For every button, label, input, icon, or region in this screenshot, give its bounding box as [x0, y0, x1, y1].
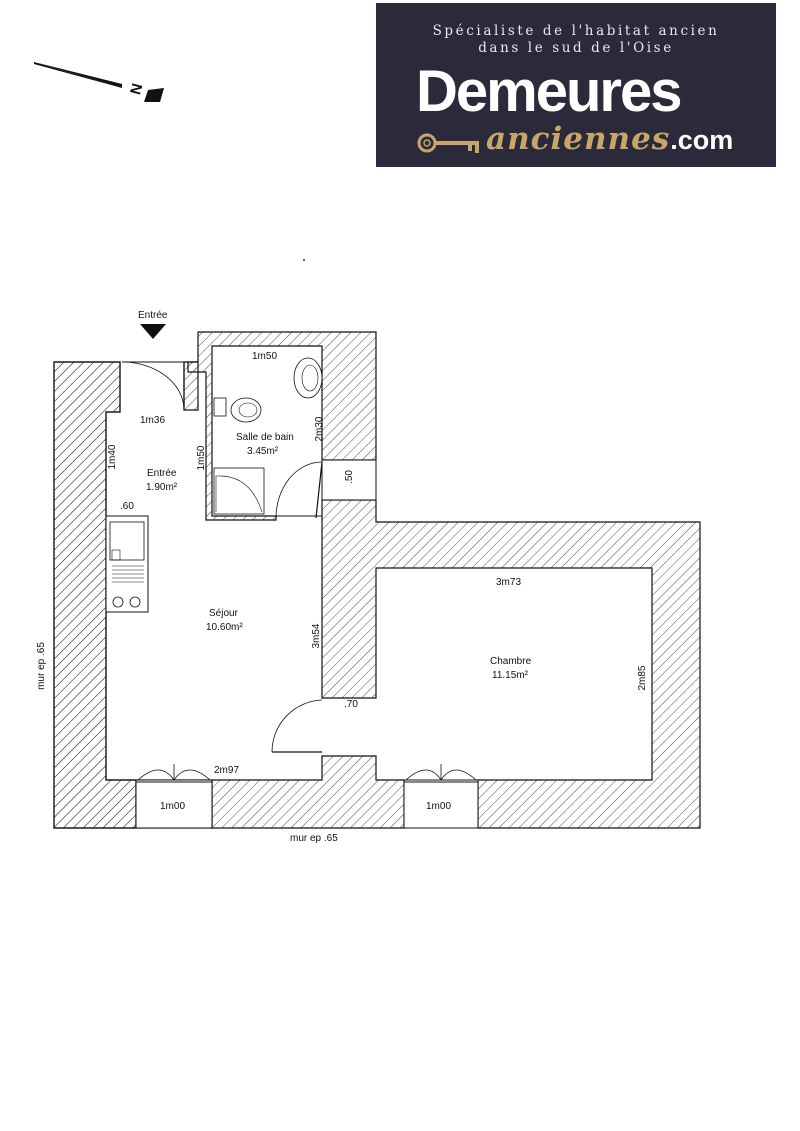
- entrance-stub-wall: [183, 361, 199, 411]
- kitchen-unit: [105, 515, 149, 613]
- dim-window-right: 1m00: [426, 801, 452, 812]
- room-area-sejour: 10.60m²: [206, 622, 243, 633]
- entrance-door[interactable]: [121, 361, 185, 411]
- scan-dot: [303, 259, 305, 261]
- dim-entree-depth: 1m40: [107, 444, 118, 470]
- sink-icon: [293, 357, 323, 399]
- window-right[interactable]: [403, 764, 479, 829]
- dim-bath-door: .50: [344, 470, 355, 484]
- logo-banner: Spécialiste de l'habitat ancien dans le …: [376, 3, 776, 167]
- dim-chambre-depth: 2m85: [637, 665, 648, 691]
- room-area-chambre: 11.15m²: [492, 670, 528, 681]
- shower-icon: [213, 467, 265, 515]
- bottom-wall-label: mur ep .65: [290, 833, 338, 844]
- banner-tagline-line2: dans le sud de l'Oise: [478, 40, 674, 56]
- dim-window-left: 1m00: [160, 801, 186, 812]
- key-icon: [417, 133, 479, 153]
- dim-chambre-width: 3m73: [496, 577, 522, 588]
- toilet-icon: [213, 397, 262, 423]
- room-area-salle-de-bain: 3.45m²: [247, 446, 279, 457]
- left-wall-label: mur ep .65: [36, 642, 47, 690]
- cooktop-burner-icon: [129, 596, 141, 608]
- brand-subtitle: anciennes.com: [486, 121, 733, 157]
- brand-domain: .com: [670, 125, 734, 155]
- bathroom-door[interactable]: [275, 461, 323, 519]
- dim-bath-height: 2m30: [314, 416, 325, 442]
- bath-door-jamb: [321, 459, 377, 501]
- room-area-entree: 1.90m²: [146, 482, 178, 493]
- bedroom-door[interactable]: [271, 699, 323, 753]
- brand-name: Demeures: [416, 59, 682, 124]
- entrance-label: Entrée: [138, 310, 168, 321]
- entrance-arrow-icon: [140, 324, 166, 339]
- brand-subtitle-text: anciennes: [486, 121, 671, 157]
- dim-entree-width: 1m36: [140, 415, 166, 426]
- dim-bath-width: 1m50: [252, 351, 278, 362]
- left-wall: [53, 361, 137, 829]
- cooktop-burner-icon: [112, 596, 124, 608]
- bathroom-outline: [211, 345, 323, 517]
- north-arrow-icon: N: [34, 62, 164, 102]
- room-name-sejour: Séjour: [209, 608, 238, 619]
- north-label: N: [127, 82, 146, 97]
- bottom-wall-middle: [211, 755, 405, 829]
- room-name-entree: Entrée: [147, 468, 177, 479]
- window-left[interactable]: [135, 764, 213, 829]
- dim-kitchen: .60: [120, 501, 134, 512]
- dim-sejour-depth: 3m54: [311, 623, 322, 649]
- room-name-chambre: Chambre: [490, 656, 532, 667]
- dim-chambre-door: .70: [344, 699, 358, 710]
- room-name-salle-de-bain: Salle de bain: [236, 432, 294, 443]
- dim-bath-wall: 1m50: [196, 445, 207, 471]
- dim-sejour-width: 2m97: [214, 765, 240, 776]
- banner-tagline-line1: Spécialiste de l'habitat ancien: [432, 23, 720, 39]
